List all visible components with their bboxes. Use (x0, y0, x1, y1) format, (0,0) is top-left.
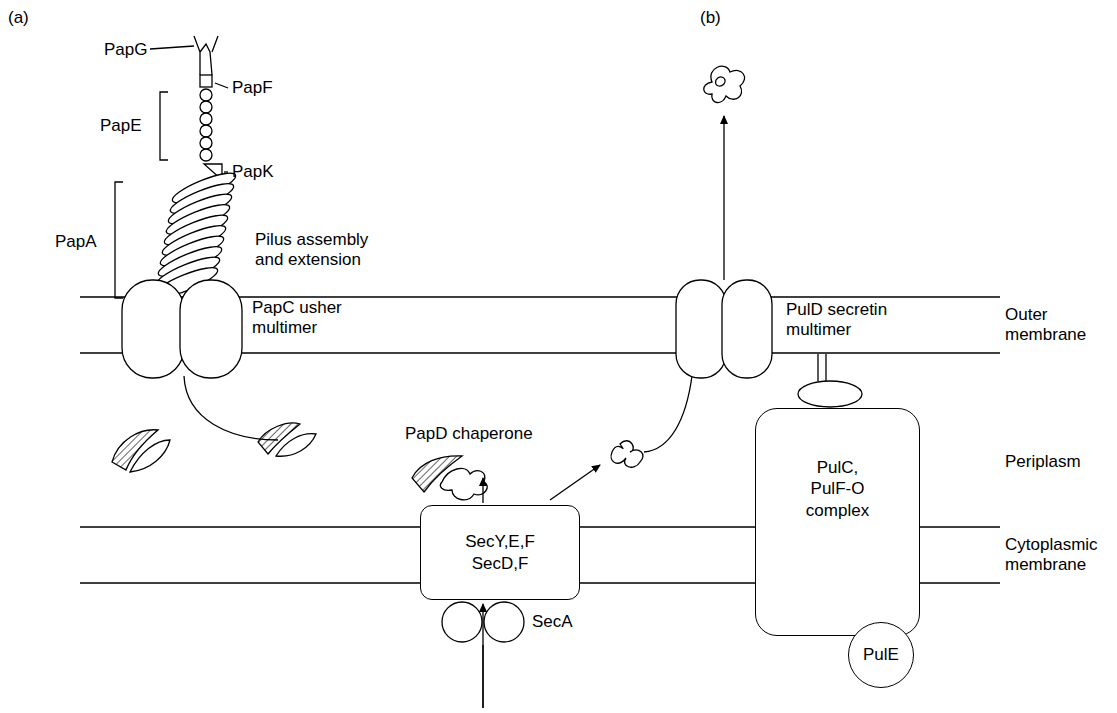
papg-adhesin (194, 36, 218, 75)
papd-chaperone (412, 456, 487, 500)
node-text: PulE (863, 644, 899, 665)
part-label: PapF (232, 78, 273, 98)
part-label: (b) (700, 8, 721, 28)
complex-box: PulC, PulF-O complex (755, 408, 920, 636)
leader-line (224, 171, 228, 172)
part-label: PapK (232, 162, 274, 182)
arrow (482, 604, 483, 708)
part-label: PapE (100, 116, 142, 136)
bracket (115, 182, 123, 298)
node-text: SecY,E,F SecD,F (458, 531, 543, 574)
bracket (160, 92, 168, 160)
part-label: PapD chaperone (405, 424, 533, 444)
folded-protein (704, 66, 745, 102)
seca-circle (484, 602, 524, 642)
papf-subunit (200, 75, 212, 87)
seca-circle (442, 602, 482, 642)
pulc-cap (798, 381, 862, 407)
usher-tether (184, 376, 278, 440)
part-label: (a) (8, 8, 29, 28)
link (825, 354, 826, 381)
usher-half (180, 280, 242, 378)
part-label: PapG (104, 40, 147, 60)
part-label: PulD secretin multimer (786, 300, 898, 341)
secretin-half (722, 280, 772, 378)
secretin-half (676, 280, 726, 378)
part-label: Outer membrane (1005, 305, 1097, 346)
part-label: PapA (55, 232, 97, 252)
pape-subunits (200, 89, 212, 161)
arrow-tail (482, 645, 483, 708)
part-label: PapC usher multimer (252, 298, 348, 339)
translocase-box: SecY,E,F SecD,F (420, 505, 580, 600)
chaperone-complex (258, 423, 316, 456)
leader-line (215, 83, 228, 88)
chaperone-complex (112, 430, 170, 472)
arrow (723, 116, 724, 280)
part-label: Cytoplasmic membrane (1005, 535, 1113, 576)
secretion-path (644, 376, 692, 452)
node-text: PulC, PulF-O complex (802, 457, 874, 521)
leader-line (150, 46, 194, 49)
part-label: SecA (532, 612, 573, 632)
part-label: Pilus assembly and extension (255, 230, 385, 271)
unfolded-protein (611, 441, 643, 467)
usher-half (122, 280, 184, 378)
arrow (482, 478, 483, 503)
arrow (550, 465, 600, 500)
link (817, 354, 818, 381)
atpase-circle: PulE (848, 622, 914, 688)
part-label: Periplasm (1005, 452, 1081, 472)
